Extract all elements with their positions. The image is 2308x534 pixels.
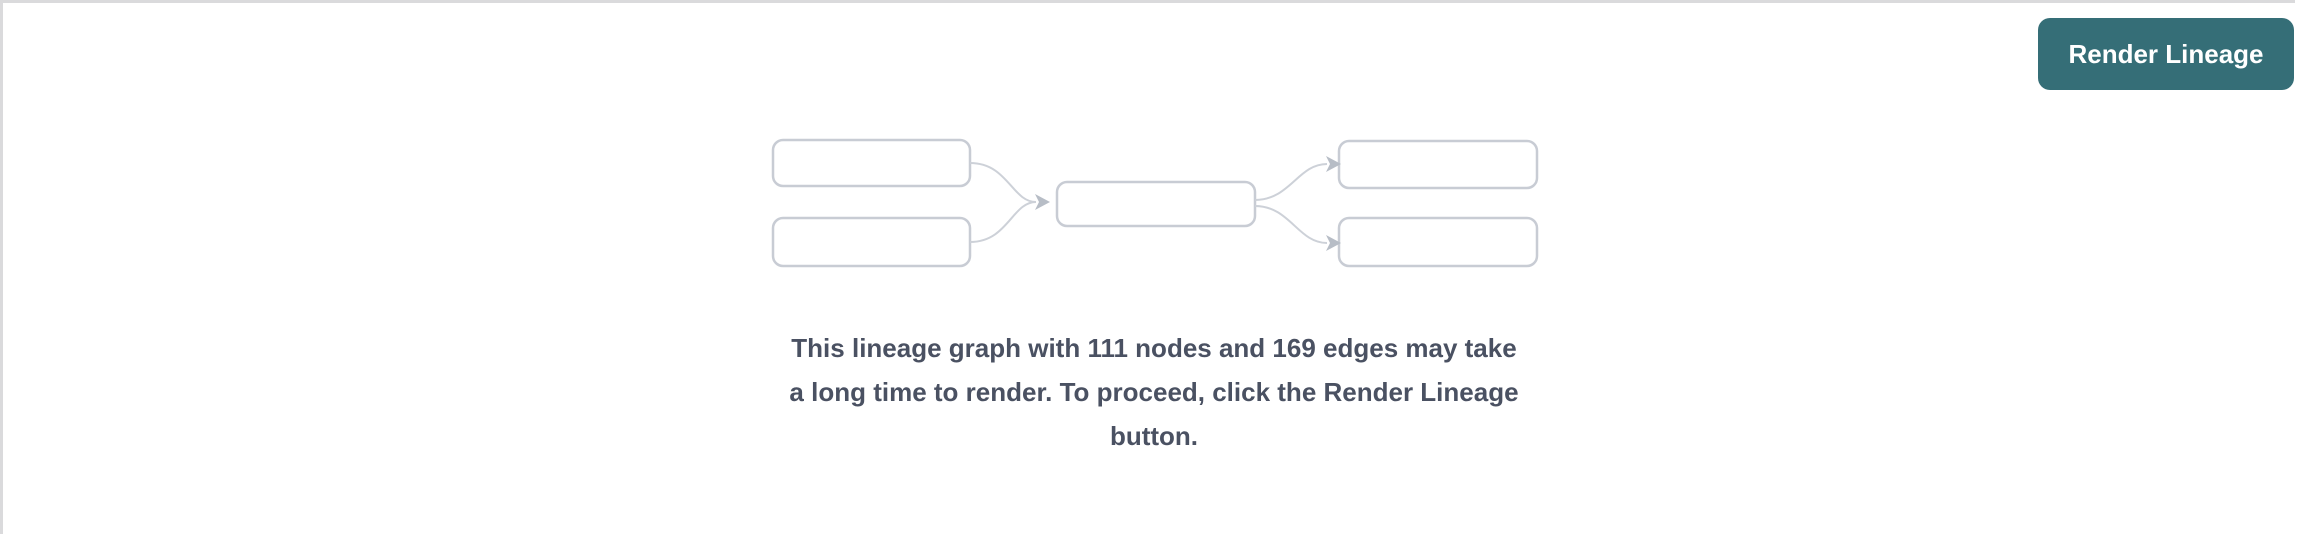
render-lineage-button[interactable]: Render Lineage: [2038, 18, 2294, 90]
arrowhead-icon: [1326, 156, 1341, 172]
lineage-node-bottom-right: [1337, 216, 1539, 268]
lineage-node-top-right: [1337, 139, 1539, 190]
lineage-node-bottom-left: [771, 216, 972, 268]
arrowhead-icon: [1326, 235, 1341, 251]
lineage-warning-message: This lineage graph with 111 nodes and 16…: [789, 333, 1519, 451]
lineage-edge-top-left-to-center: [969, 162, 1037, 203]
panel-left-border: [0, 0, 3, 534]
panel-top-border: [0, 0, 2295, 3]
lineage-edge-center-to-top-right: [1254, 163, 1328, 201]
lineage-edge-center-to-bottom-right: [1254, 205, 1328, 244]
arrowhead-icon: [1035, 194, 1050, 210]
lineage-node-top-left: [771, 138, 972, 188]
lineage-node-center: [1055, 180, 1257, 228]
lineage-edge-bottom-left-to-center: [969, 201, 1037, 243]
lineage-graph-illustration: [770, 130, 1550, 280]
